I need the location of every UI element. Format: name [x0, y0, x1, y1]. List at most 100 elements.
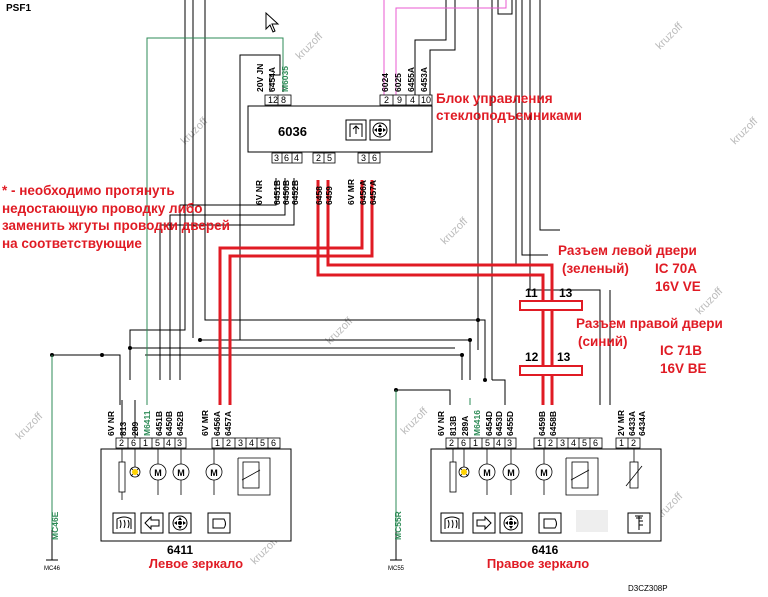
right-door-connector-label: Разъем правой двери (синий) IC 71B 16V B… — [576, 316, 723, 376]
svg-text:IC 71B: IC 71B — [660, 343, 702, 358]
left-door-connector: 11 13 — [519, 286, 583, 311]
svg-text:6456A: 6456A — [212, 411, 222, 436]
svg-text:6454D: 6454D — [484, 411, 494, 436]
svg-text:5: 5 — [582, 438, 587, 448]
left-door-connector-bar — [519, 300, 583, 311]
svg-text:(зеленый): (зеленый) — [562, 261, 629, 276]
svg-text:2: 2 — [316, 153, 321, 163]
svg-text:6458: 6458 — [314, 186, 324, 205]
svg-text:2V MR: 2V MR — [616, 410, 626, 436]
svg-text:20V JN: 20V JN — [255, 64, 265, 92]
svg-text:6V MR: 6V MR — [346, 179, 356, 205]
left-door-connector-label: Разъем левой двери (зеленый) IC 70A 16V … — [558, 243, 701, 294]
note-block: * - необходимо протянуть недостающую про… — [2, 183, 230, 251]
mirror-control-icon — [369, 119, 391, 141]
right-mirror-6416: 2 6 1 5 4 3 6V NR 813B 289A M6416 6454D … — [388, 410, 662, 572]
svg-text:12: 12 — [268, 95, 278, 105]
svg-text:2: 2 — [226, 438, 231, 448]
svg-text:4: 4 — [571, 438, 576, 448]
note-text: * - необходимо протянуть недостающую про… — [2, 183, 230, 251]
svg-text:289A: 289A — [460, 416, 470, 436]
red-wires — [218, 180, 554, 405]
left-mirror-name: Левое зеркало — [149, 556, 243, 571]
svg-text:10: 10 — [421, 95, 431, 105]
svg-text:6451B: 6451B — [272, 180, 282, 205]
svg-text:813B: 813B — [448, 416, 458, 436]
svg-text:MC46E: MC46E — [50, 511, 60, 540]
svg-text:13: 13 — [557, 350, 571, 364]
svg-text:5: 5 — [260, 438, 265, 448]
svg-text:M: M — [154, 468, 162, 478]
svg-text:1: 1 — [537, 438, 542, 448]
svg-text:3: 3 — [560, 438, 565, 448]
svg-text:6455A: 6455A — [406, 67, 416, 92]
svg-text:M6416: M6416 — [472, 410, 482, 436]
right-door-connector: 12 13 — [519, 350, 583, 376]
pink-wires — [383, 0, 507, 95]
right-door-connector-bar — [519, 365, 583, 376]
svg-text:16V BE: 16V BE — [660, 361, 707, 376]
svg-text:6V NR: 6V NR — [106, 411, 116, 436]
svg-text:2: 2 — [384, 95, 389, 105]
svg-text:6458B: 6458B — [548, 411, 558, 436]
svg-text:6V MR: 6V MR — [200, 410, 210, 436]
svg-text:1: 1 — [619, 438, 624, 448]
svg-text:6452B: 6452B — [175, 411, 185, 436]
svg-text:M: M — [507, 468, 515, 478]
svg-text:6453D: 6453D — [494, 411, 504, 436]
mirror-heat-icon — [112, 512, 136, 534]
svg-text:6452B: 6452B — [290, 180, 300, 205]
svg-text:6457A: 6457A — [223, 411, 233, 436]
mirror-adjust-icon — [168, 512, 192, 534]
svg-text:6456A: 6456A — [358, 180, 368, 205]
left-mirror-id: 6411 — [167, 543, 193, 557]
svg-text:6434A: 6434A — [637, 411, 647, 436]
mirror-fold-icon — [207, 512, 231, 534]
arrow-right-icon — [472, 512, 496, 534]
svg-text:M6035: M6035 — [280, 66, 290, 92]
svg-text:IC 70A: IC 70A — [655, 261, 697, 276]
svg-text:2: 2 — [548, 438, 553, 448]
svg-text:M: M — [540, 468, 548, 478]
svg-text:kruzoff: kruzoff — [729, 115, 761, 147]
svg-text:813: 813 — [118, 422, 128, 436]
svg-text:6: 6 — [271, 438, 276, 448]
svg-text:1: 1 — [143, 438, 148, 448]
svg-text:6: 6 — [131, 438, 136, 448]
svg-text:kruzoff: kruzoff — [179, 115, 211, 147]
svg-text:6025: 6025 — [393, 73, 403, 92]
green-wires — [51, 37, 471, 530]
psf1-label: PSF1 — [6, 3, 31, 14]
svg-text:Разъем правой двери: Разъем правой двери — [576, 316, 723, 331]
svg-text:Разъем левой двери: Разъем левой двери — [558, 243, 697, 258]
svg-text:M: M — [210, 468, 218, 478]
svg-text:6024: 6024 — [380, 73, 390, 92]
svg-text:5: 5 — [155, 438, 160, 448]
svg-text:11: 11 — [525, 286, 538, 300]
svg-text:3: 3 — [274, 153, 279, 163]
svg-text:4: 4 — [249, 438, 254, 448]
svg-text:5: 5 — [327, 153, 332, 163]
svg-text:kruzoff: kruzoff — [654, 20, 686, 52]
diagram-code: D3CZ308P — [628, 584, 668, 592]
svg-text:6450B: 6450B — [281, 180, 291, 205]
svg-text:6V NR: 6V NR — [436, 411, 446, 436]
mouse-cursor-icon — [265, 11, 280, 33]
left-mirror-6411: 2 6 1 5 4 3 6V NR 813 289 M6411 6451B 64… — [44, 410, 292, 572]
svg-text:13: 13 — [559, 286, 573, 300]
junction-dots — [50, 318, 487, 392]
svg-text:3: 3 — [361, 153, 366, 163]
svg-text:6: 6 — [593, 438, 598, 448]
svg-text:6457A: 6457A — [368, 180, 378, 205]
svg-text:16V VE: 16V VE — [655, 279, 701, 294]
svg-text:12: 12 — [525, 350, 539, 364]
mirror-heat-icon — [440, 512, 464, 534]
svg-text:6433A: 6433A — [627, 411, 637, 436]
svg-text:MC46: MC46 — [44, 566, 61, 572]
svg-text:3: 3 — [177, 438, 182, 448]
svg-text:6: 6 — [461, 438, 466, 448]
temperature-sensor-icon — [627, 512, 651, 534]
svg-text:6V NR: 6V NR — [254, 180, 264, 205]
svg-text:MC55: MC55 — [388, 566, 405, 572]
ecu-label-block: Блок управления стеклоподъемниками — [436, 91, 582, 123]
